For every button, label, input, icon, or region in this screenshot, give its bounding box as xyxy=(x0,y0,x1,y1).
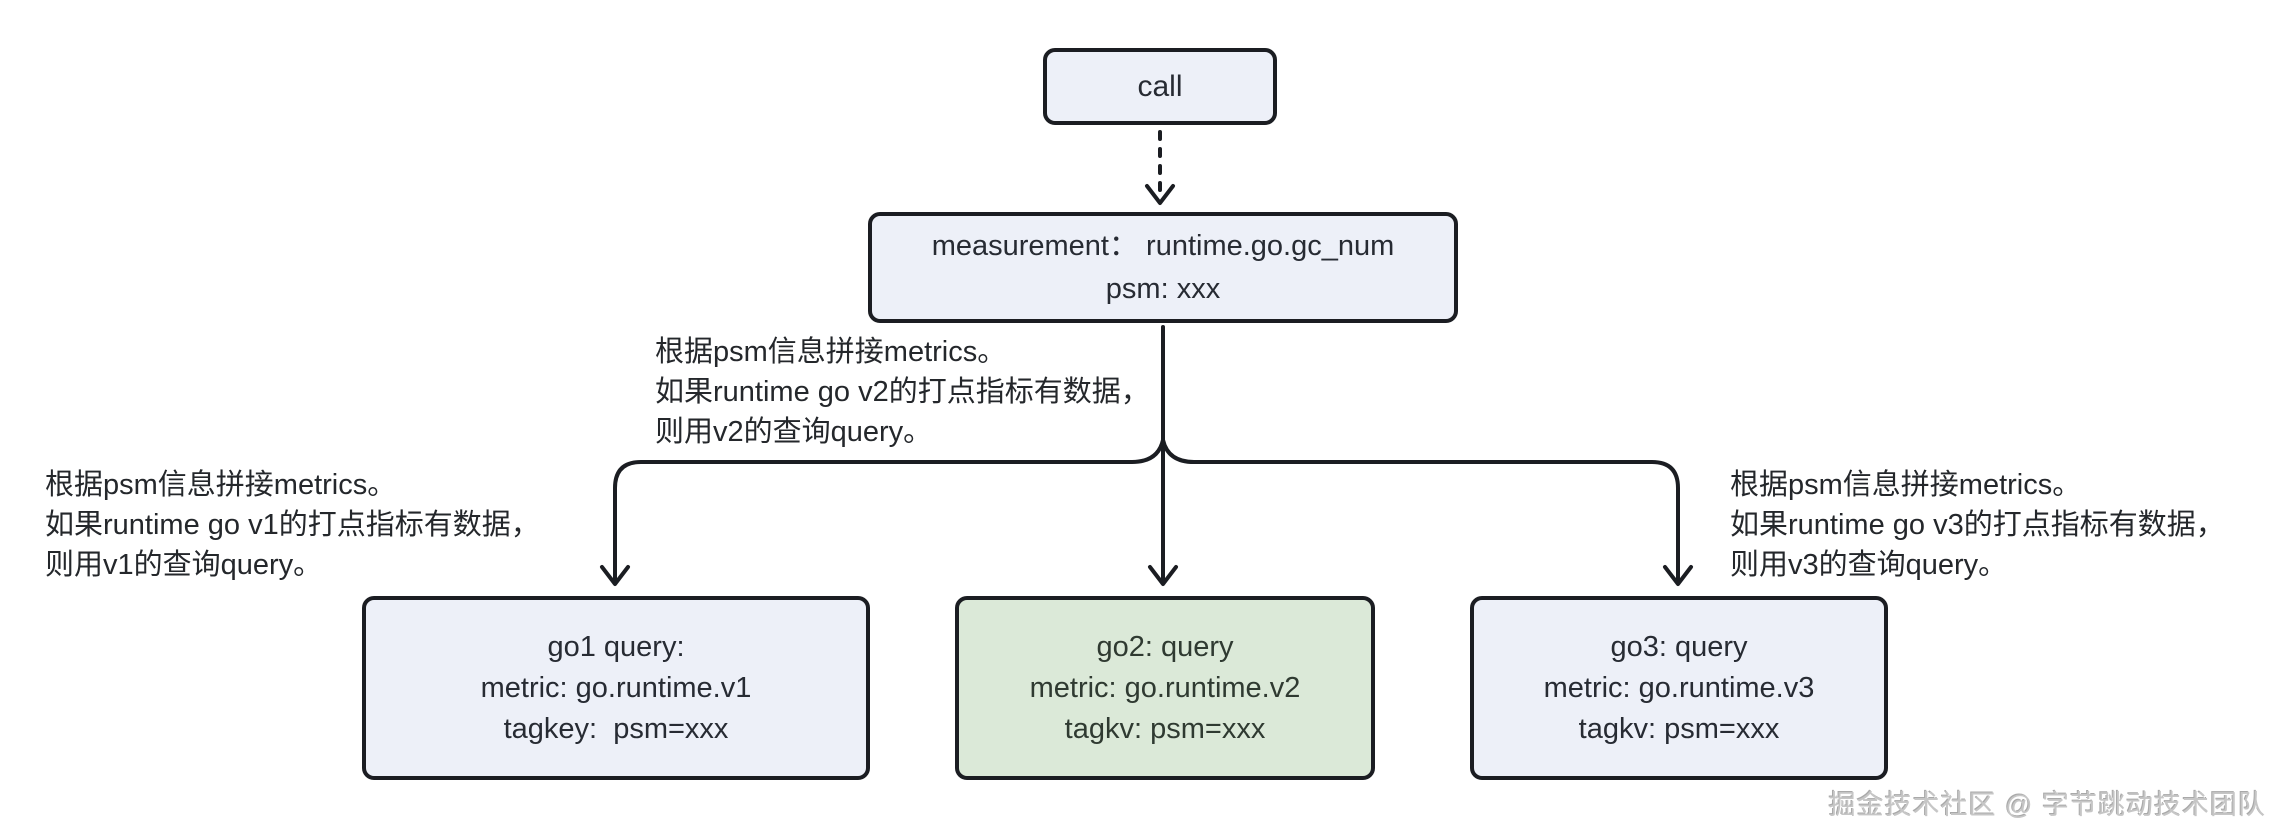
node-call-label: call xyxy=(1137,69,1183,103)
annotation-v3: 根据psm信息拼接metrics。 如果runtime go v3的打点指标有数… xyxy=(1730,465,2225,585)
node-go2-line: metric: go.runtime.v2 xyxy=(1029,671,1301,704)
node-go3-query: go3: query metric: go.runtime.v3 tagkv: … xyxy=(1470,596,1888,780)
watermark-text: 掘金技术社区 @ 字节跳动技术团队 xyxy=(1828,790,2266,820)
annotation-v2-line: 如果runtime go v2的打点指标有数据， xyxy=(655,376,1150,408)
annotation-v3-line: 则用v3的查询query。 xyxy=(1730,549,2008,581)
annotation-v1-line: 则用v1的查询query。 xyxy=(45,549,323,581)
edge-measurement-to-go1 xyxy=(613,438,1165,581)
node-go1-line: tagkey: psm=xxx xyxy=(503,712,729,745)
node-go2-query: go2: query metric: go.runtime.v2 tagkv: … xyxy=(955,596,1375,780)
annotation-v1: 根据psm信息拼接metrics。 如果runtime go v1的打点指标有数… xyxy=(45,465,540,585)
arrowhead-measurement xyxy=(1145,184,1175,205)
node-go2-line: go2: query xyxy=(1096,630,1234,663)
node-go3-line: tagkv: psm=xxx xyxy=(1578,712,1780,745)
annotation-v2-line: 根据psm信息拼接metrics。 xyxy=(655,336,1007,368)
arrowhead-go3 xyxy=(1663,565,1693,586)
node-go3-line: metric: go.runtime.v3 xyxy=(1543,671,1815,704)
node-go1-line: go1 query: xyxy=(547,630,685,663)
node-go3-line: go3: query xyxy=(1610,630,1748,663)
node-go1-line: metric: go.runtime.v1 xyxy=(480,671,752,704)
arrowhead-go1 xyxy=(600,565,630,586)
annotation-v1-line: 根据psm信息拼接metrics。 xyxy=(45,469,397,501)
arrowhead-go2 xyxy=(1148,565,1178,586)
node-go1-query: go1 query: metric: go.runtime.v1 tagkey:… xyxy=(362,596,870,780)
node-measurement: measurement： runtime.go.gc_num psm: xxx xyxy=(868,212,1458,323)
node-call: call xyxy=(1043,48,1277,125)
annotation-v3-line: 根据psm信息拼接metrics。 xyxy=(1730,469,2082,501)
edge-measurement-to-go3 xyxy=(1161,438,1680,581)
annotation-v2: 根据psm信息拼接metrics。 如果runtime go v2的打点指标有数… xyxy=(655,332,1150,452)
annotation-v1-line: 如果runtime go v1的打点指标有数据， xyxy=(45,509,540,541)
node-measurement-line: measurement： runtime.go.gc_num xyxy=(931,229,1395,262)
annotation-v2-line: 则用v2的查询query。 xyxy=(655,416,933,448)
annotation-v3-line: 如果runtime go v3的打点指标有数据， xyxy=(1730,509,2225,541)
node-go2-line: tagkv: psm=xxx xyxy=(1064,712,1266,745)
node-measurement-line: psm: xxx xyxy=(1105,272,1221,305)
